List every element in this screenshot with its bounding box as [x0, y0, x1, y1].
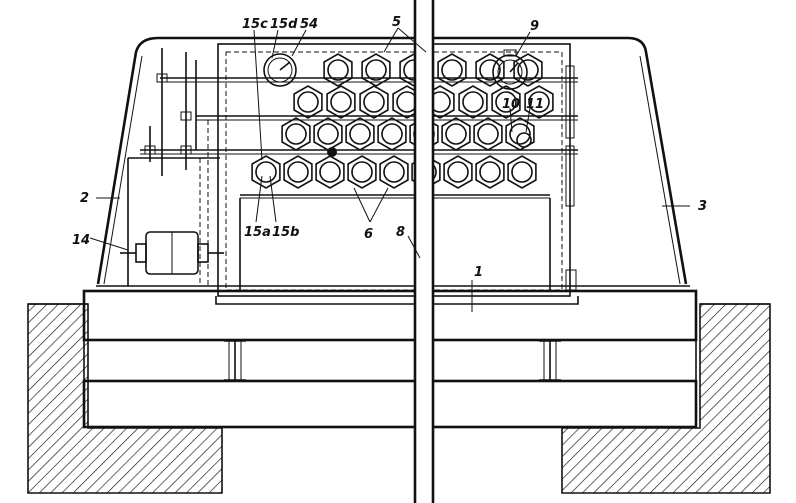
tube-head: [293, 85, 323, 119]
inner-frame: [215, 43, 579, 305]
tube-head: [441, 117, 471, 151]
tube-head: [345, 117, 375, 151]
label-8: 8: [396, 225, 405, 240]
tube-head: [513, 53, 543, 87]
tube-head: [377, 117, 407, 151]
tube-head: [359, 85, 389, 119]
tube-head: [475, 155, 505, 189]
foundation-left: [27, 303, 223, 494]
housing: [96, 36, 690, 287]
tube-head: [458, 85, 488, 119]
tube-head: [524, 85, 554, 119]
label-2: 2: [80, 191, 89, 206]
tube-head: [281, 117, 311, 151]
label-54: 54: [300, 17, 318, 32]
tube-head: [323, 53, 353, 87]
tube-head: [379, 155, 409, 189]
foundation-right: [561, 303, 771, 494]
tube-bundle: [251, 53, 554, 189]
tube-head: [443, 155, 473, 189]
tube-head: [251, 155, 281, 189]
tube-head: [347, 155, 377, 189]
label-15d: 15d: [270, 17, 298, 32]
right-fittings: [565, 65, 577, 291]
valve-11: [516, 132, 532, 148]
tube-head: [437, 53, 467, 87]
label-15c: 15c: [242, 17, 268, 32]
leader-lines: [89, 27, 690, 312]
left-pipe-column: [127, 120, 220, 286]
i-beam-right: [539, 340, 561, 381]
tube-head: [473, 117, 503, 151]
label-6: 6: [364, 227, 373, 242]
label-14: 14: [72, 233, 90, 248]
central-shaft: [413, 0, 435, 503]
label-9: 9: [530, 19, 539, 34]
motor-14: [120, 231, 224, 275]
tube-head: [313, 117, 343, 151]
label-5: 5: [392, 15, 401, 30]
pressure-gauge-54: [263, 53, 297, 87]
tube-head: [361, 53, 391, 87]
tube-head: [326, 85, 356, 119]
pressure-gauge-9: [492, 49, 528, 90]
label-11: 11: [526, 97, 544, 112]
label-15a: 15a: [244, 225, 271, 240]
tube-head: [507, 155, 537, 189]
tube-head: [491, 85, 521, 119]
tube-head: [283, 155, 313, 189]
reference-labels: 15c 15d 54 5 9 10 11 2 3 14 15a 15b 6 8 …: [72, 15, 707, 280]
tube-head: [315, 155, 345, 189]
i-beam-left: [224, 340, 246, 381]
label-10: 10: [502, 97, 520, 112]
label-3: 3: [698, 199, 707, 214]
label-15b: 15b: [272, 225, 299, 240]
label-1: 1: [474, 265, 483, 280]
upper-base-beam: [82, 289, 698, 342]
tube-head: [505, 117, 535, 151]
lower-base-beam: [82, 379, 698, 429]
actuator-rods: [144, 48, 197, 176]
valve-cross: [327, 147, 337, 157]
